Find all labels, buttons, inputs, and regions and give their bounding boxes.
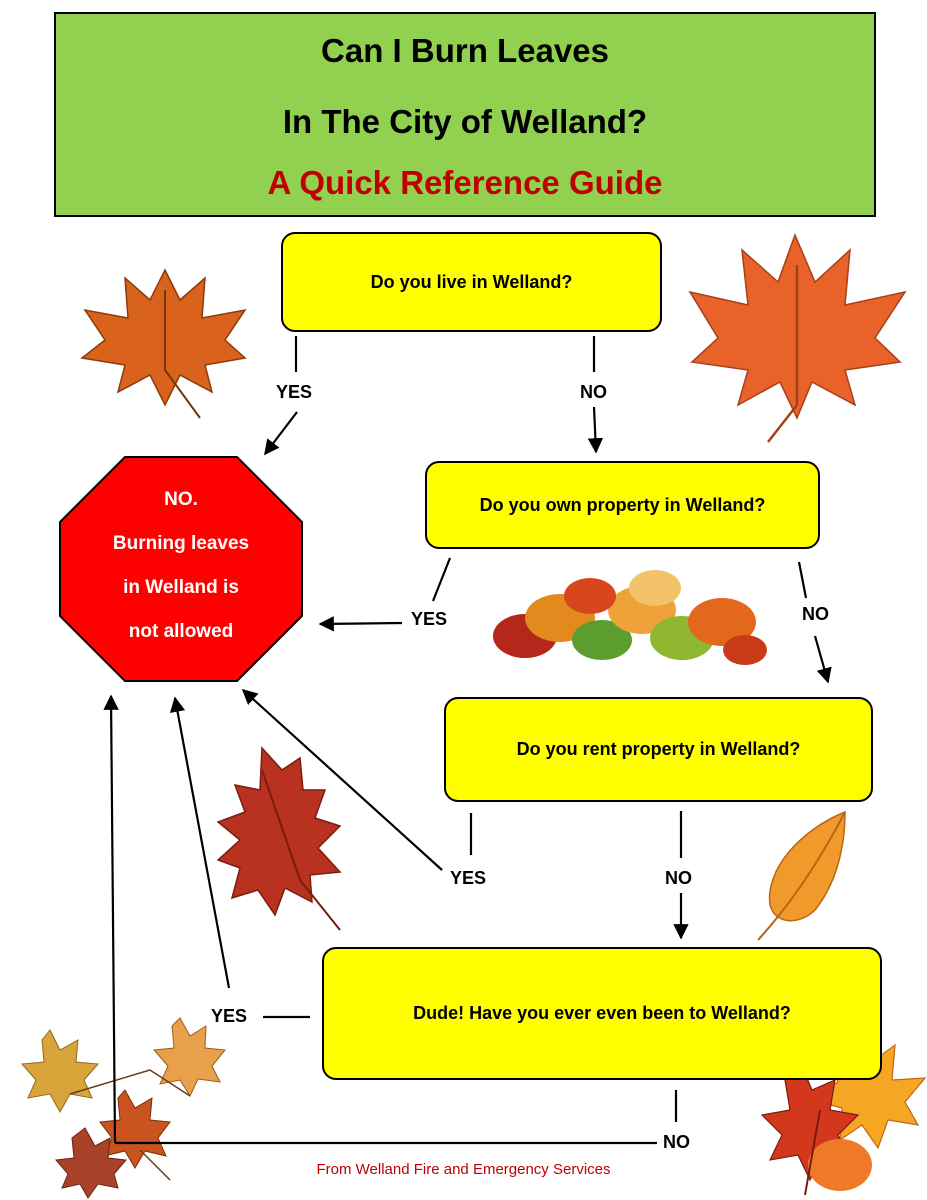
no-label-3: NO bbox=[665, 868, 692, 888]
connectors bbox=[103, 336, 832, 1145]
stop-line-1: NO. bbox=[164, 489, 198, 510]
stop-sign-text: NO. Burning leaves in Welland is not all… bbox=[60, 478, 302, 654]
stop-sign bbox=[59, 456, 303, 682]
stop-line-2: Burning leaves bbox=[112, 533, 250, 554]
question-own-property: Do you own property in Welland? bbox=[425, 461, 820, 549]
yes-label-2: YES bbox=[411, 609, 448, 629]
question-live-in-welland: Do you live in Welland? bbox=[281, 232, 662, 332]
single-leaf-icon bbox=[757, 810, 846, 941]
title-line-1: Can I Burn Leaves bbox=[321, 32, 609, 69]
maple-branch-bottom-left-icon bbox=[20, 1017, 226, 1199]
question-rent-property: Do you rent property in Welland? bbox=[444, 697, 873, 802]
yes-label-3: YES bbox=[450, 868, 487, 888]
no-label-4: NO bbox=[663, 1132, 690, 1152]
footer-credit: From Welland Fire and Emergency Services bbox=[316, 1161, 611, 1178]
yes-label-4: YES bbox=[211, 1006, 248, 1026]
no-label-2: NO bbox=[802, 604, 829, 624]
stop-line-4: not allowed bbox=[128, 621, 234, 642]
yes-label-1: YES bbox=[276, 382, 313, 402]
oak-leaf-icon bbox=[216, 746, 342, 931]
maple-leaf-top-right-icon bbox=[688, 232, 907, 443]
no-label-1: NO bbox=[580, 382, 607, 402]
subtitle: A Quick Reference Guide bbox=[267, 164, 663, 201]
title-line-2: In The City of Welland? bbox=[282, 103, 648, 140]
title-banner: Can I Burn Leaves In The City of Welland… bbox=[54, 12, 876, 217]
leaf-pile-icon bbox=[493, 570, 767, 665]
stop-line-3: in Welland is bbox=[123, 577, 239, 598]
question-ever-been-to-welland: Dude! Have you ever even been to Welland… bbox=[322, 947, 882, 1080]
maple-leaf-top-left-icon bbox=[80, 268, 247, 419]
